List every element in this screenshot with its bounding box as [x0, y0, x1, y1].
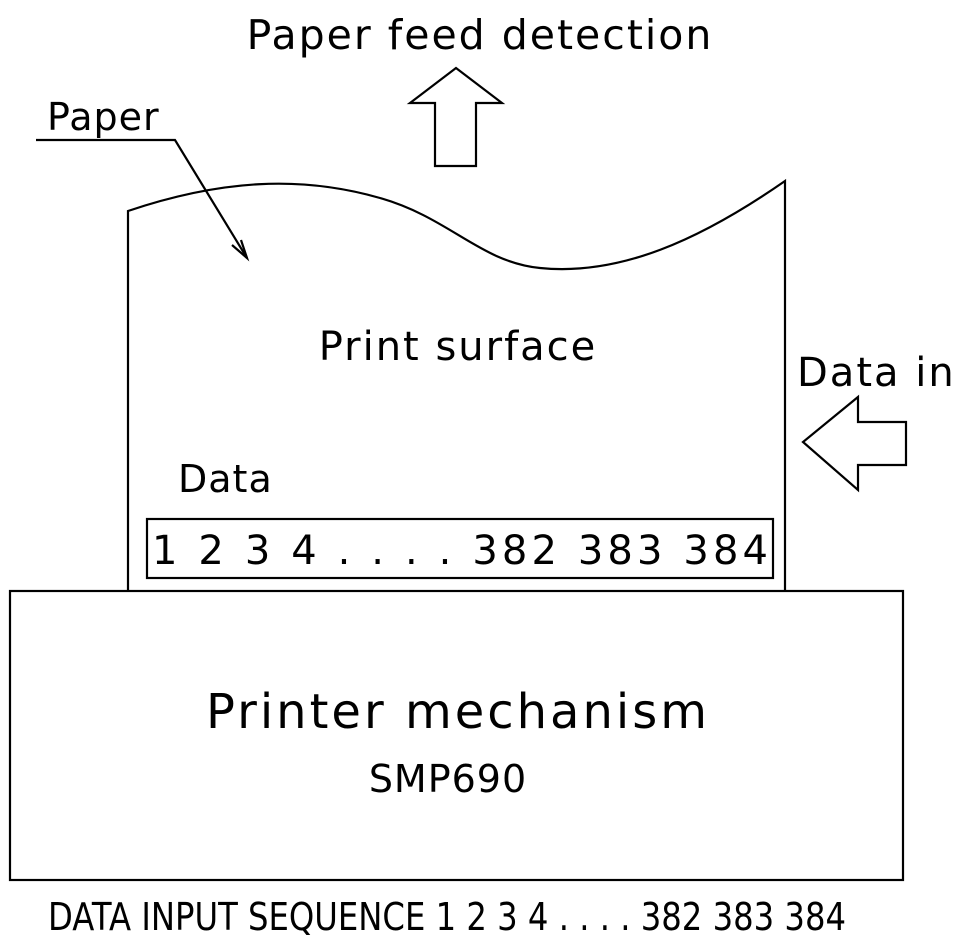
- data-row-box: [145, 517, 775, 580]
- printer-mechanism-title: Printer mechanism: [206, 684, 710, 740]
- data-input-sequence-caption: DATA INPUT SEQUENCE 1 2 3 4 . . . . 382 …: [48, 895, 846, 939]
- paper-label: Paper: [47, 95, 160, 139]
- paper-sheet: [126, 178, 787, 591]
- paper-leader-line: [36, 138, 248, 259]
- paper-leader-arrowhead-icon: [231, 239, 250, 262]
- feed-detection-label: Paper feed detection: [247, 11, 714, 59]
- printer-model-label: SMP690: [369, 757, 527, 801]
- data-label: Data: [178, 457, 273, 501]
- data-row-text: 1 2 3 4 . . . . 382 383 384: [152, 528, 768, 574]
- data-in-left-arrow-icon: [801, 394, 908, 493]
- feed-up-arrow-icon: [406, 66, 506, 168]
- print-surface-label: Print surface: [319, 324, 598, 370]
- data-in-label: Data in: [797, 350, 955, 396]
- printer-mechanism-box: [8, 589, 905, 882]
